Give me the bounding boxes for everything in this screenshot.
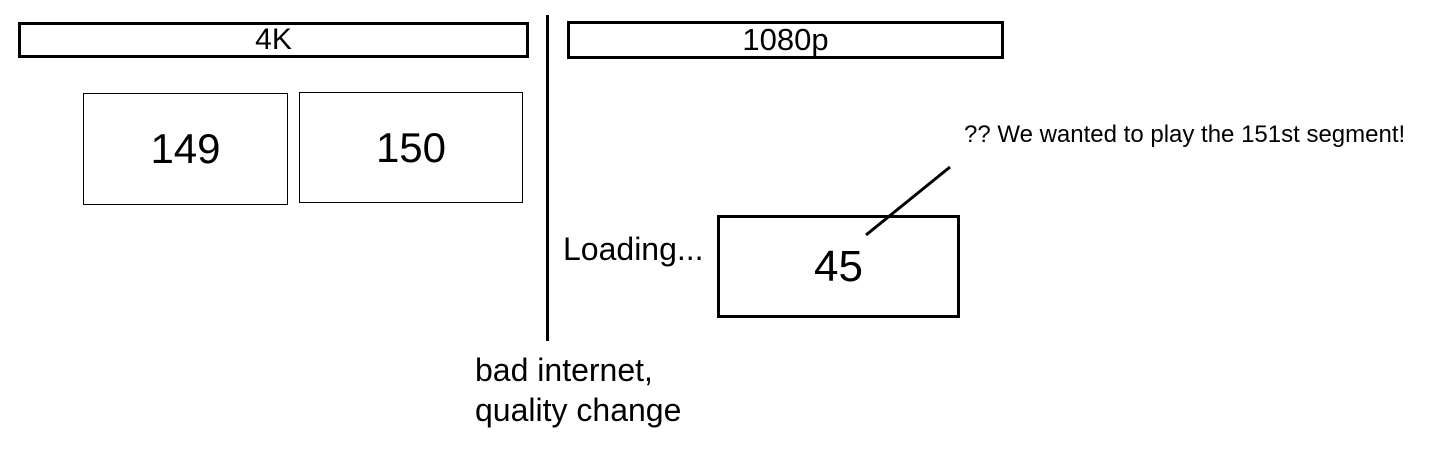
segment-box-45: 45 xyxy=(717,215,960,318)
loading-status-text: Loading... xyxy=(563,231,704,267)
quality-header-1080p-label: 1080p xyxy=(742,22,829,57)
divider-caption: bad internet, quality change xyxy=(475,350,681,430)
segment-box-150: 150 xyxy=(299,92,523,203)
quality-header-1080p: 1080p xyxy=(567,21,1004,59)
segment-149-label: 149 xyxy=(150,125,221,172)
segment-box-149: 149 xyxy=(83,93,288,205)
divider-caption-line1: bad internet, xyxy=(475,352,653,388)
quality-header-4k-label: 4K xyxy=(255,23,292,56)
segment-150-label: 150 xyxy=(375,123,447,171)
quality-header-4k: 4K xyxy=(18,22,529,58)
quality-divider-line xyxy=(546,15,549,341)
divider-caption-line2: quality change xyxy=(475,392,682,428)
segment-45-label: 45 xyxy=(814,241,863,291)
annotation-text: ?? We wanted to play the 151st segment! xyxy=(964,121,1406,148)
